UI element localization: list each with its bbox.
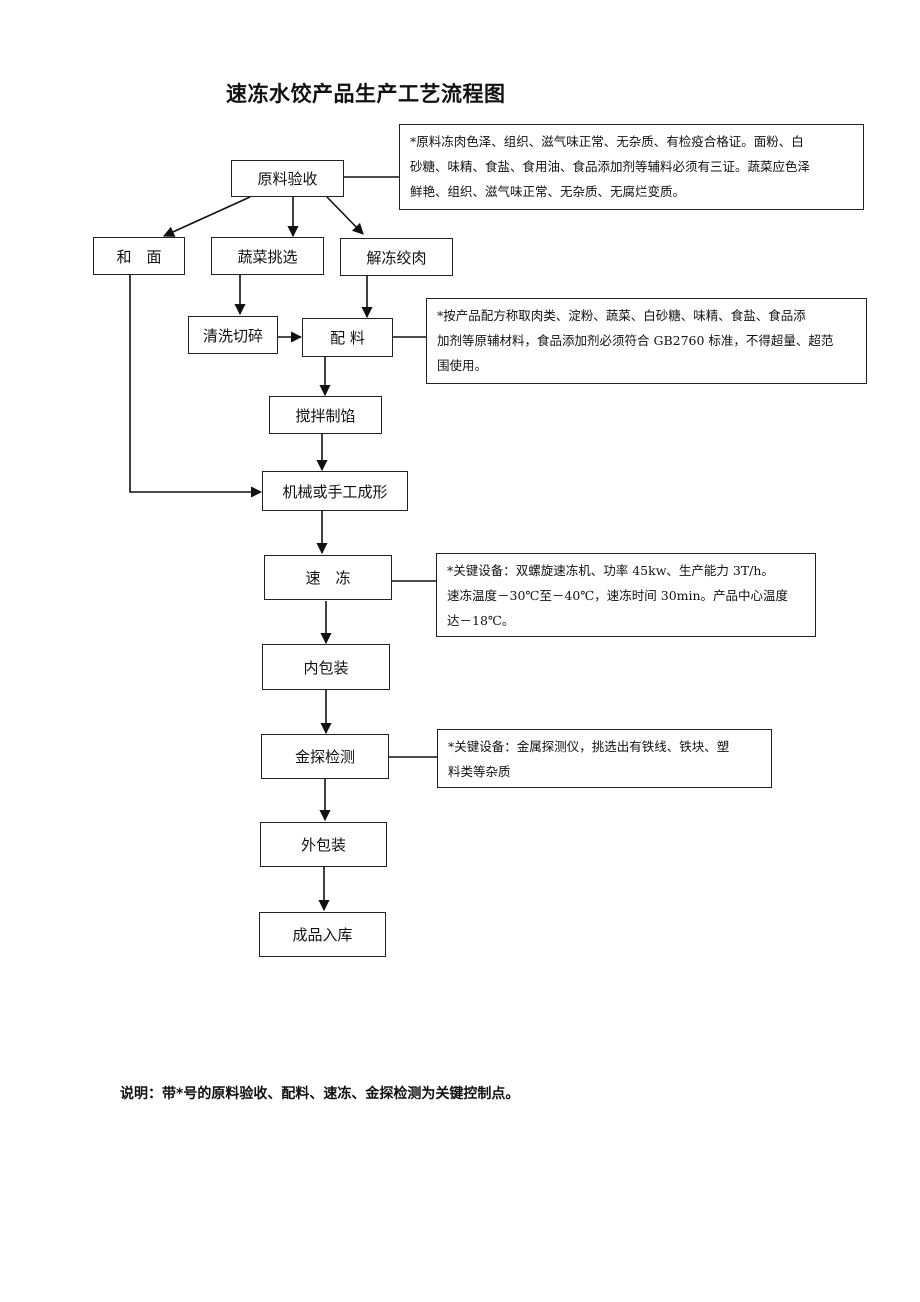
- step-inner-packaging: 内包装: [262, 644, 390, 690]
- step-warehousing: 成品入库: [259, 912, 386, 957]
- note-line: 围使用。: [437, 358, 488, 373]
- step-outer-packaging: 外包装: [260, 822, 387, 867]
- step-thaw-mince-meat: 解冻绞肉: [340, 238, 453, 276]
- step-wash-chop: 清洗切碎: [188, 316, 278, 354]
- step-forming: 机械或手工成形: [262, 471, 408, 511]
- note-line: 砂糖、味精、食盐、食用油、食品添加剂等辅料必须有三证。蔬菜应色泽: [410, 159, 811, 174]
- note-metal-detection: *关键设备：金属探测仪，挑选出有铁线、铁块、塑 料类等杂质: [437, 729, 772, 788]
- step-batching: 配 料: [302, 318, 393, 357]
- note-quick-freeze: *关键设备：双螺旋速冻机、功率 45kw、生产能力 3T/h。 速冻温度－30℃…: [436, 553, 816, 637]
- note-line: *原料冻肉色泽、组织、滋气味正常、无杂质、有检疫合格证。面粉、白: [410, 134, 804, 149]
- step-vegetable-selection: 蔬菜挑选: [211, 237, 324, 275]
- note-line: 速冻温度－30℃至－40℃，速冻时间 30min。产品中心温度: [447, 588, 789, 603]
- note-line: *按产品配方称取肉类、淀粉、蔬菜、白砂糖、味精、食盐、食品添: [437, 308, 806, 323]
- note-line: 达－18℃。: [447, 613, 515, 628]
- note-line: 鲜艳、组织、滋气味正常、无杂质、无腐烂变质。: [410, 184, 686, 199]
- note-line: *关键设备：金属探测仪，挑选出有铁线、铁块、塑: [448, 739, 730, 754]
- step-metal-detection: 金探检测: [261, 734, 389, 779]
- step-dough-mixing: 和 面: [93, 237, 185, 275]
- page-title: 速冻水饺产品生产工艺流程图: [226, 82, 506, 106]
- note-batching: *按产品配方称取肉类、淀粉、蔬菜、白砂糖、味精、食盐、食品添 加剂等原辅材料，食…: [426, 298, 867, 384]
- step-mix-filling: 搅拌制馅: [269, 396, 382, 434]
- footer-note: 说明：带*号的原料验收、配料、速冻、金探检测为关键控制点。: [120, 1086, 520, 1102]
- note-line: 料类等杂质: [448, 764, 511, 779]
- note-raw-material: *原料冻肉色泽、组织、滋气味正常、无杂质、有检疫合格证。面粉、白 砂糖、味精、食…: [399, 124, 864, 210]
- step-raw-material-inspection: 原料验收: [231, 160, 344, 197]
- arrow-raw-to-dough: [162, 196, 251, 237]
- step-quick-freeze: 速 冻: [264, 555, 392, 600]
- note-line: *关键设备：双螺旋速冻机、功率 45kw、生产能力 3T/h。: [447, 563, 774, 578]
- arrow-raw-to-meat: [326, 196, 364, 235]
- note-line: 加剂等原辅材料，食品添加剂必须符合 GB2760 标准，不得超量、超范: [437, 333, 834, 348]
- arrow-dough-to-forming: [129, 275, 263, 498]
